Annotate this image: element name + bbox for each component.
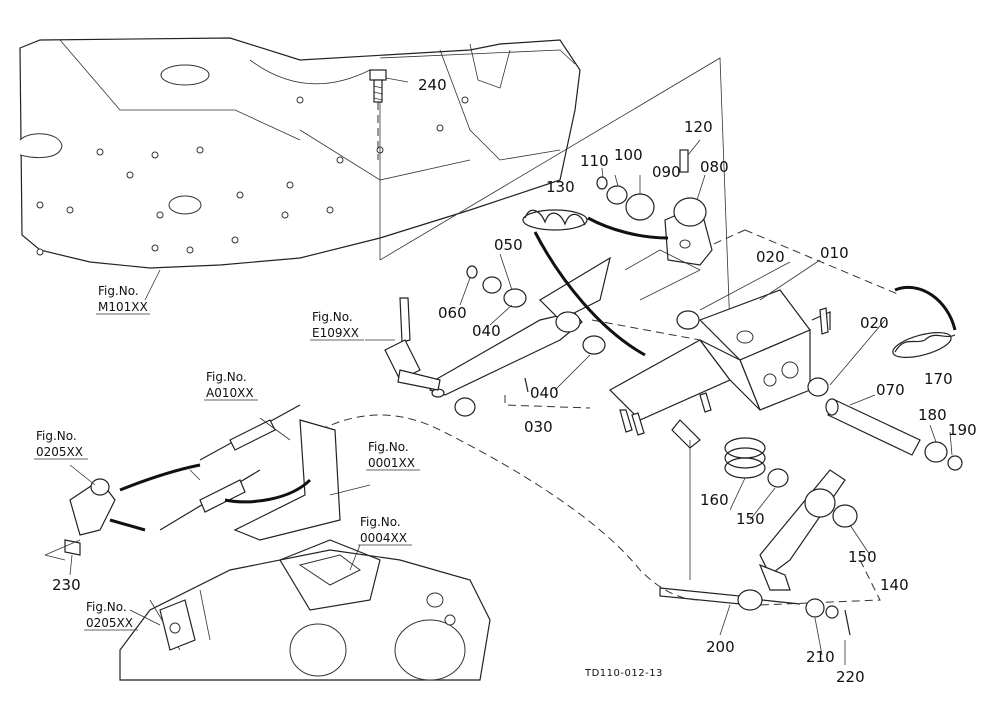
fitting-e109xx [384, 297, 441, 391]
bolt-240 [369, 69, 409, 160]
spring-170 [892, 285, 957, 358]
ref-0001xx-label: Fig.No. [368, 440, 409, 454]
shaft-070 [825, 398, 963, 471]
part-220: 220 [836, 668, 865, 686]
ref-a010xx-label: Fig.No. [206, 370, 247, 384]
ref-0001xx-code: 0001XX [368, 456, 415, 470]
part-210: 210 [806, 648, 835, 666]
part-030: 030 [524, 418, 553, 436]
leader-lines [69, 139, 953, 665]
part-110: 110 [580, 152, 609, 170]
part-020-b: 020 [860, 314, 889, 332]
ref-m101xx-code: M101XX [98, 300, 148, 314]
part-130: 130 [546, 178, 575, 196]
ref-0004xx-label: Fig.No. [360, 515, 401, 529]
part-150: 150 [736, 510, 765, 528]
assembly-boundary [379, 57, 731, 331]
part-010: 010 [820, 244, 849, 262]
rod-200 [659, 440, 851, 636]
engine-plate [19, 37, 581, 269]
ref-e109xx-code: E109XX [312, 326, 359, 340]
bracket-080 [596, 149, 713, 301]
ref-e109xx-label: Fig.No. [312, 310, 353, 324]
part-050: 050 [494, 236, 523, 254]
ref-0205xx-bottom-code: 0205XX [86, 616, 133, 630]
part-120: 120 [684, 118, 713, 136]
cable-a010xx [159, 404, 341, 541]
ref-m101xx-label: Fig.No. [98, 284, 139, 298]
cable-path [319, 414, 701, 601]
part-labels: 010 020 020 030 040 040 050 060 070 080 … [52, 76, 977, 686]
bracket-0205xx [44, 463, 201, 561]
lever-030 [429, 256, 701, 417]
part-100: 100 [614, 146, 643, 164]
part-190: 190 [948, 421, 977, 439]
drawing-code: TD110-012-13 [584, 668, 663, 679]
spring-130 [522, 209, 669, 357]
part-140: 140 [880, 576, 909, 594]
figure-references: Fig.No. M101XX Fig.No. E109XX Fig.No. A0… [34, 284, 420, 631]
ref-0004xx-code: 0004XX [360, 531, 407, 545]
ref-0205xx-top-label: Fig.No. [36, 429, 77, 443]
lever-140 [758, 469, 881, 606]
part-090: 090 [652, 163, 681, 181]
part-020: 020 [756, 248, 785, 266]
plate-assembly-010 [609, 229, 901, 449]
part-070: 070 [876, 381, 905, 399]
part-040-b: 040 [530, 384, 559, 402]
part-080: 080 [700, 158, 729, 176]
ref-0205xx-top-code: 0205XX [36, 445, 83, 459]
part-060: 060 [438, 304, 467, 322]
part-040: 040 [472, 322, 501, 340]
spring-160 [724, 437, 789, 488]
part-170: 170 [924, 370, 953, 388]
part-200: 200 [706, 638, 735, 656]
part-230: 230 [52, 576, 81, 594]
part-240: 240 [418, 76, 447, 94]
ref-0205xx-bottom-label: Fig.No. [86, 600, 127, 614]
part-160: 160 [700, 491, 729, 509]
part-150-b: 150 [848, 548, 877, 566]
ref-a010xx-code: A010XX [206, 386, 254, 400]
engine-block [119, 539, 491, 681]
part-180: 180 [918, 406, 947, 424]
